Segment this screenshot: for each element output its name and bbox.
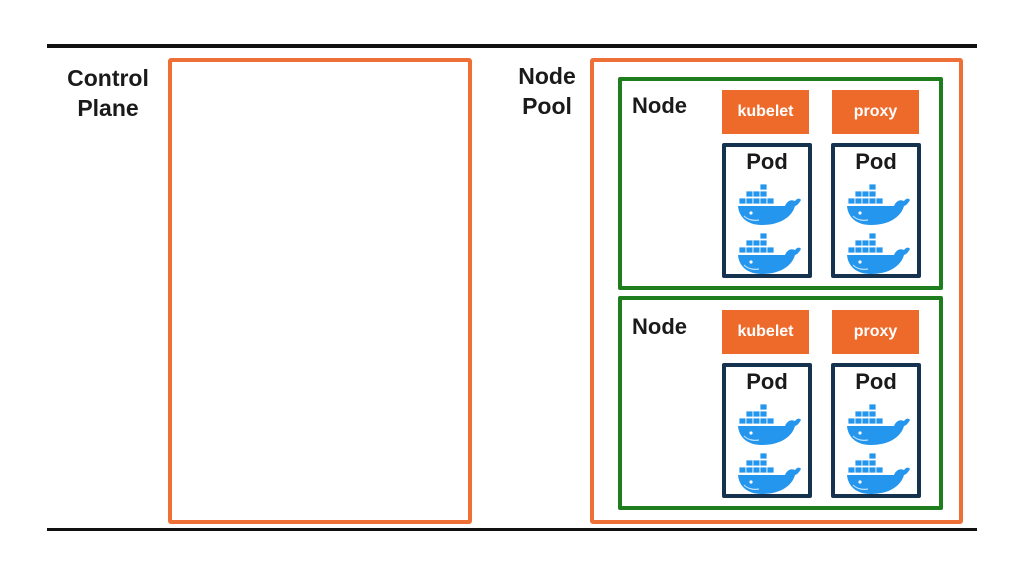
docker-whale-icon [738, 403, 802, 447]
docker-whale-icon [847, 452, 911, 496]
bottom-divider [47, 528, 977, 531]
docker-whale-icon [738, 183, 802, 227]
docker-whale-icon [847, 183, 911, 227]
pod-label: Pod [746, 369, 788, 394]
pod-label: Pod [746, 149, 788, 174]
kubelet-tag: kubelet [722, 310, 809, 354]
top-divider [47, 44, 977, 48]
proxy-tag: proxy [832, 90, 919, 134]
node-box: Node kubelet proxy Pod Pod [618, 77, 943, 290]
pod-label: Pod [855, 149, 897, 174]
docker-whale-icon [738, 232, 802, 276]
pod-box: Pod [722, 143, 812, 278]
docker-whale-icon [847, 232, 911, 276]
pod-box: Pod [722, 363, 812, 498]
pod-box: Pod [831, 363, 921, 498]
node-title: Node [632, 314, 687, 339]
pod-box: Pod [831, 143, 921, 278]
proxy-tag: proxy [832, 310, 919, 354]
node-pool-label: Node Pool [518, 63, 576, 119]
kubelet-tag: kubelet [722, 90, 809, 134]
control-plane-box [168, 58, 472, 524]
docker-whale-icon [847, 403, 911, 447]
control-plane-label: Control Plane [67, 65, 149, 121]
node-box: Node kubelet proxy Pod Pod [618, 296, 943, 510]
docker-whale-icon [738, 452, 802, 496]
node-pool-box [590, 58, 963, 524]
node-title: Node [632, 93, 687, 118]
pod-label: Pod [855, 369, 897, 394]
